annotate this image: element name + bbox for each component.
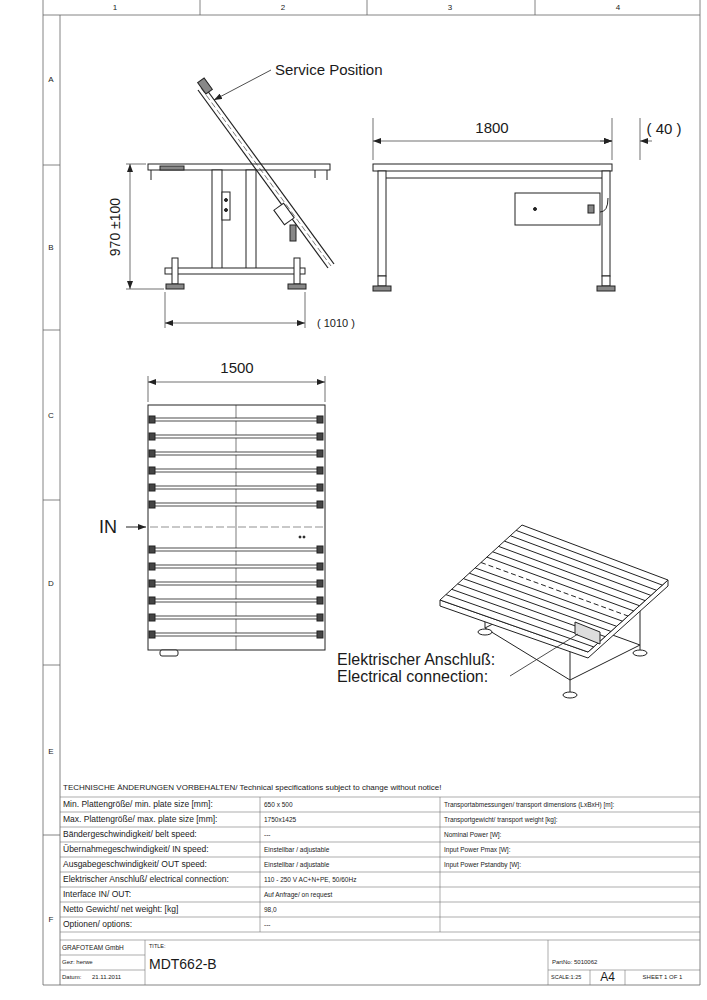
table-cell: Netto Gewicht/ net weight: [kg] [63,905,178,915]
table-cell: Bändergeschwindigkeit/ belt speed: [63,830,197,840]
table-cell: Ausgabegeschwindigkeit/ OUT speed: [63,860,207,870]
table-cell: 1750x1425 [264,816,296,823]
table-cell: Auf Anfrage/ on request [264,891,332,898]
grid-letter: D [48,579,54,588]
spec-table [60,797,700,932]
table-cell: Input Power Pstandby [W]: [444,861,521,868]
table-cell: Einstellbar / adjustable [264,861,329,868]
grid-letter: B [48,243,53,252]
top-view [126,405,325,656]
table-cell: Optionen/ options: [63,920,132,930]
grid-number: 1 [113,3,117,12]
front-view [373,164,615,291]
callout-text: Elektrischer Anschluß: [337,651,495,669]
date-value: 21.11.2011 [92,974,121,981]
company-name: GRAFOTEAM GmbH [62,944,124,951]
sheet-number: SHEET 1 OF 1 [643,974,683,981]
table-cell: --- [264,831,271,838]
table-cell: --- [264,921,271,928]
callout-text: Electrical connection: [337,668,488,686]
table-cell: Transportabmessungen/ transport dimensio… [444,801,614,808]
table-cell: Nominal Power [W]: [444,831,501,838]
dimension: 970 ±100 [107,198,123,256]
table-cell: Max. Plattengröße/ max. plate size [mm]: [63,815,217,825]
drawing-title: MDT662-B [149,956,217,972]
grid-letter: A [48,75,53,84]
title-block [60,940,700,985]
grid-letter: C [48,411,54,420]
table-cell: 98,0 [264,906,277,913]
grid-letter: F [49,915,54,924]
table-cell: Transportgewicht/ transport weight [kg]: [444,816,558,823]
service-leader [214,70,271,100]
grid-number: 2 [281,3,285,12]
view-label: Service Position [275,61,383,78]
table-cell: Min. Plattengröße/ min. plate size [mm]: [63,800,213,810]
table-cell: Einstellbar / adjustable [264,846,329,853]
drawing-frame [43,0,700,985]
note-text: TECHNISCHE ÄNDERUNGEN VORBEHALTEN/ Techn… [63,783,442,792]
dimension: ( 40 ) [646,120,681,137]
date-caption: Datum: [62,974,81,981]
table-cell: Elektrischer Anschluß/ electrical connec… [63,875,229,885]
title-caption: TITLE: [149,943,166,949]
dimension: 1500 [220,359,253,376]
input-label: IN [99,517,117,538]
grid-number: 4 [616,3,620,12]
dimension-lines [126,118,652,402]
side-view [148,78,334,289]
dimension: 1800 [475,119,508,136]
dimension: ( 1010 ) [317,317,355,330]
part-number: PartNo: 5010062 [552,959,597,966]
grid-number: 3 [448,3,452,12]
grid-letter: E [48,747,53,756]
sheet-size: A4 [600,971,615,985]
scale: SCALE:1:25 [551,974,581,980]
table-cell: Input Power Pmax [W]: [444,846,510,853]
table-cell: 110 - 250 V AC+N+PE, 50/60Hz [264,876,356,883]
table-cell: 650 x 500 [264,801,293,808]
drawn-by: Gez: herwe [62,959,93,966]
table-cell: Interface IN/ OUT: [63,890,131,900]
table-cell: Übernahmegeschwindigkeit/ IN speed: [63,845,209,855]
